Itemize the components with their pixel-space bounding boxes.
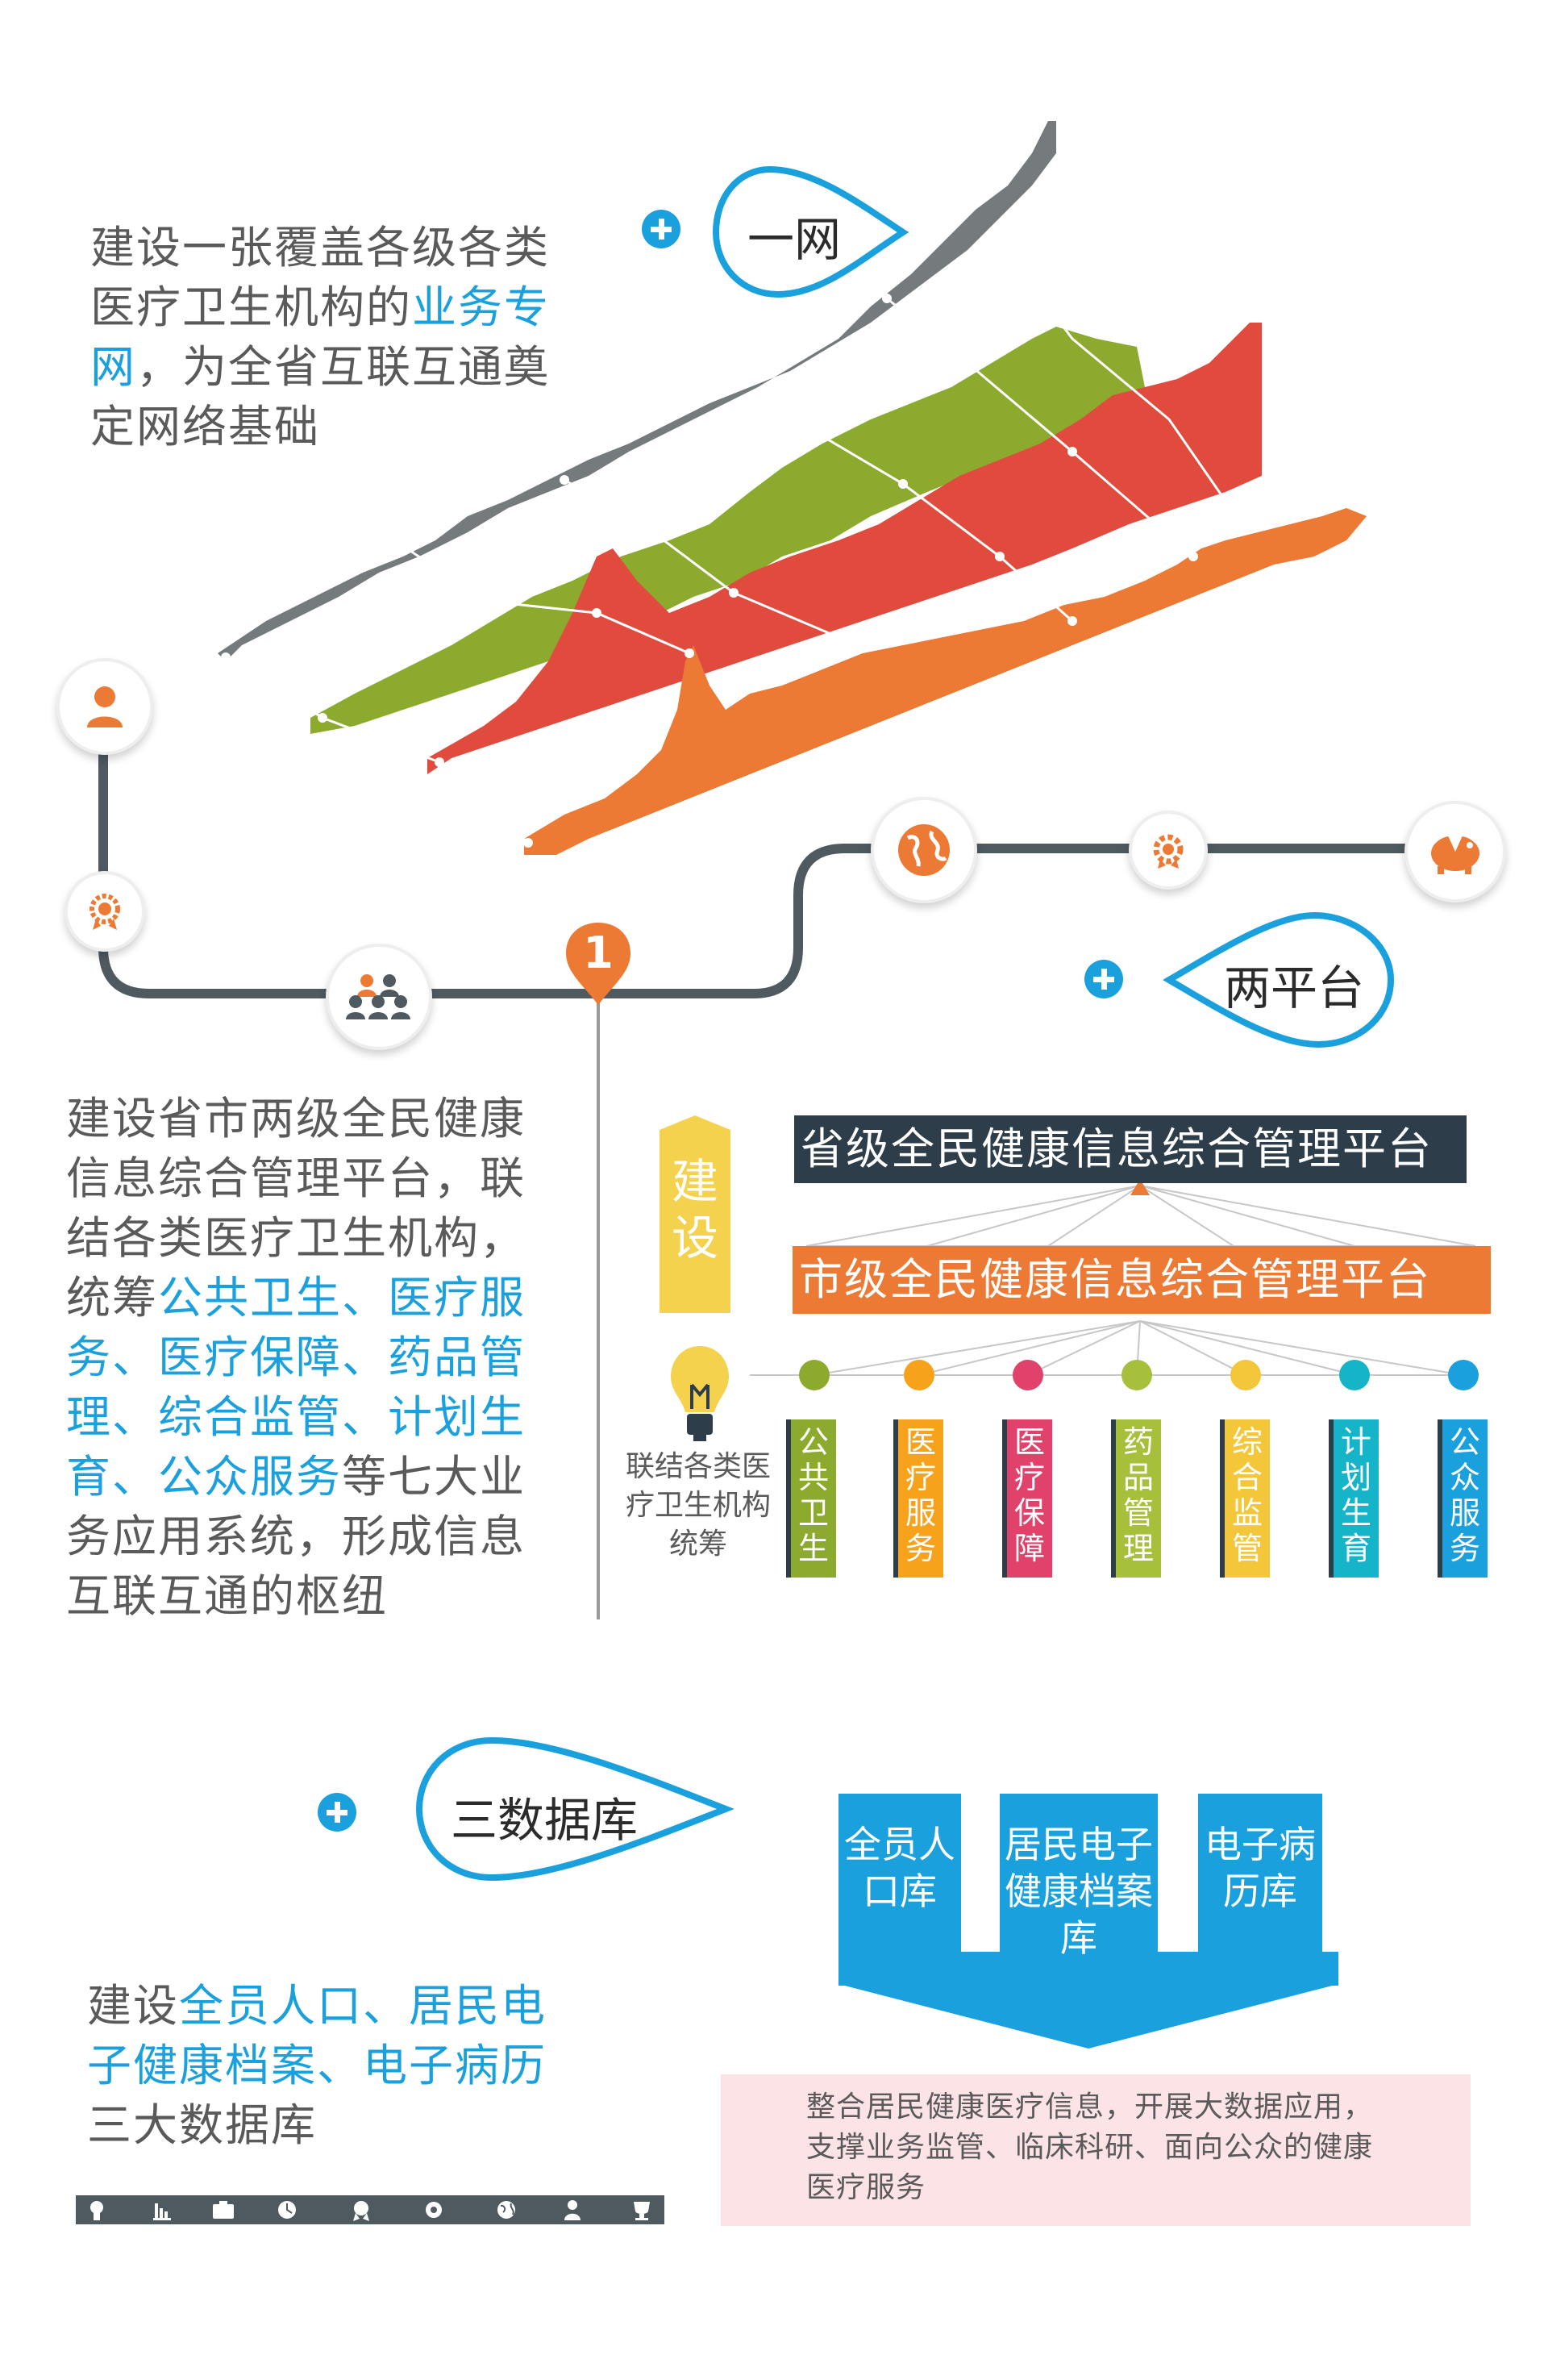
section2-pin-shape	[1163, 911, 1395, 1048]
section2-plus-icon	[1084, 960, 1123, 998]
build-label-shape	[660, 1115, 730, 1313]
system-drug-management: 药品管理	[1111, 1419, 1161, 1578]
section1-plus-icon	[642, 210, 680, 248]
db-population: 全员人口库	[838, 1794, 961, 1968]
chart-icon	[153, 2203, 171, 2220]
db-medical-records: 电子病历库	[1198, 1794, 1322, 1968]
bulb-icon	[90, 2201, 103, 2220]
gray-ribbon	[218, 121, 1056, 661]
ribbon-connector-lines	[225, 241, 1243, 844]
section2-label: 两平台	[1223, 961, 1364, 1015]
red-ribbon	[427, 323, 1262, 774]
supervision-dot	[1230, 1360, 1261, 1390]
system-public-service: 公众服务	[1438, 1419, 1488, 1578]
group-icon	[346, 974, 410, 1019]
location-pin-marker	[566, 923, 630, 1005]
section2-description: 建设省市两级全民健康信息综合管理平台，联结各类医疗卫生机构，统筹公共卫生、医疗服…	[66, 1093, 526, 1622]
system-family-planning: 计划生育	[1329, 1419, 1379, 1578]
gear-icon	[1153, 834, 1184, 869]
section3-label: 三数据库	[450, 1793, 638, 1848]
person-icon	[87, 686, 123, 727]
bulb-icon	[671, 1346, 729, 1441]
connect-caption: 联结各类医疗卫生机构统筹	[626, 1450, 772, 1561]
badge-icon	[353, 2201, 369, 2221]
globe-icon	[898, 824, 950, 876]
section1-label: 一网	[747, 212, 841, 267]
orange-ribbon	[524, 508, 1367, 855]
city-platform-bar: 市级全民健康信息综合管理平台	[793, 1246, 1491, 1314]
summary-text: 整合居民健康医疗信息，开展大数据应用，支撑业务监管、临床科研、面向公众的健康医疗…	[806, 2090, 1374, 2204]
pin-number: 1	[583, 927, 614, 978]
briefcase-icon	[213, 2201, 234, 2219]
decorative-area-chart	[218, 121, 1367, 855]
summary-box	[721, 2074, 1471, 2226]
node-group	[326, 944, 432, 1050]
family-planning-dot	[1339, 1360, 1370, 1390]
person-icon	[564, 2200, 580, 2220]
node-piggy-bank	[1404, 801, 1506, 902]
globe-icon	[497, 2201, 515, 2219]
medical-insurance-dot	[1013, 1360, 1043, 1390]
drug-management-dot	[1121, 1360, 1152, 1390]
footer-icons	[90, 2200, 650, 2221]
db-health-records: 居民电子健康档案库	[1000, 1794, 1158, 1968]
ribbon-connector-dots	[221, 294, 1198, 848]
medical-service-dot	[904, 1360, 934, 1390]
node-badge	[64, 871, 145, 952]
section1-pin-shape	[712, 165, 909, 298]
provincial-platform-bar: 省级全民健康信息综合管理平台	[794, 1115, 1467, 1183]
trophy-icon	[634, 2202, 650, 2220]
green-ribbon	[310, 327, 1145, 734]
section3-description: 建设全员人口、居民电子健康档案、电子病历三大数据库	[87, 1980, 547, 2151]
node-globe	[871, 797, 977, 903]
build-label: 建设	[671, 1154, 718, 1265]
public-health-dot	[799, 1360, 830, 1390]
section1-description: 建设一张覆盖各级各类医疗卫生机构的业务专网，为全省互联互通奠定网络基础	[90, 222, 551, 452]
public-service-dot	[1448, 1360, 1479, 1390]
section3-pin-shape	[415, 1736, 734, 1882]
node-person	[56, 658, 153, 755]
timeline-path	[98, 710, 1467, 1619]
section3-plus-icon	[318, 1793, 356, 1832]
system-public-health: 公共卫生	[786, 1419, 836, 1578]
gear-icon	[426, 2202, 442, 2218]
platform-connector-lines	[750, 1179, 1476, 1376]
clock-icon	[278, 2201, 296, 2219]
badge-icon	[89, 894, 120, 930]
system-medical-insurance: 医疗保障	[1002, 1419, 1052, 1578]
piggy-bank-icon	[1431, 834, 1479, 874]
system-medical-service: 医疗服务	[893, 1419, 943, 1578]
system-supervision: 综合监管	[1220, 1419, 1270, 1578]
node-gear	[1129, 811, 1208, 890]
